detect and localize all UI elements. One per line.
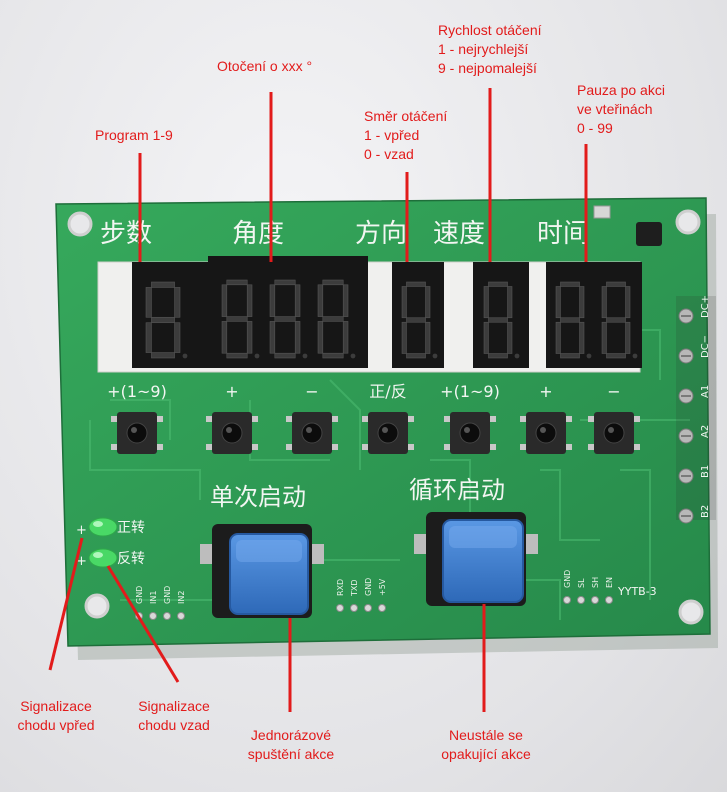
tactile-button-label: +(1~9) [440, 382, 500, 401]
terminal-screw: DC− [678, 335, 711, 364]
terminal-screw: A1 [678, 385, 711, 404]
single-start-button[interactable] [200, 524, 324, 618]
tactile-button-label: 正/反 [369, 382, 406, 401]
annotation-direction: Směr otáčení 1 - vpřed 0 - vzad [364, 108, 448, 162]
tactile-button[interactable]: + [206, 382, 258, 454]
pin-headers: GND IN1 GND IN2 RXD TXD GND +5V GND SL SH EN [135, 570, 614, 620]
led-forward-label: 正转 [117, 520, 145, 536]
annotation-loop-start: Neustále se opakující akce [441, 727, 531, 762]
led-reverse-label: 反转 [117, 551, 145, 567]
tactile-button[interactable]: + [520, 382, 572, 454]
top-pin-header [593, 205, 662, 246]
header-pin-label: GND [135, 586, 144, 604]
heading-speed: 速度 [433, 219, 485, 249]
annotation-speed: Rychlost otáčení 1 - nejrychlejší 9 - ne… [438, 22, 542, 76]
heading-steps: 步数 [100, 219, 152, 249]
single-start-label: 单次启动 [210, 483, 306, 511]
header-inputs: GND IN1 GND IN2 [135, 586, 186, 620]
led-reverse: + 反转 [76, 548, 145, 569]
tactile-button-label: +(1~9) [107, 382, 167, 401]
header-pin-label: GND [163, 586, 172, 604]
header-pin-label: +5V [378, 578, 387, 596]
digit [601, 281, 638, 359]
digit [401, 281, 438, 359]
header-pin-label: SL [577, 578, 586, 588]
loop-start-label: 循环启动 [409, 476, 505, 504]
tactile-button[interactable]: 正/反 [362, 382, 414, 454]
display-speed [473, 262, 529, 368]
annotation-forward-led: Signalizace chodu vpřed [17, 698, 95, 733]
terminal-screw: B1 [678, 465, 711, 484]
led-reverse-marker: + [76, 554, 87, 569]
header-pin-label: IN1 [149, 591, 158, 604]
annotation-reverse-led: Signalizace chodu vzad [138, 698, 210, 733]
terminal-label: A1 [700, 385, 711, 398]
heading-angle: 角度 [232, 219, 284, 249]
loop-start-button[interactable] [414, 512, 538, 606]
terminal-label: A2 [700, 425, 711, 438]
digit [145, 281, 188, 359]
header-pin-label: RXD [336, 579, 345, 596]
digit [555, 281, 592, 359]
terminal-label: DC− [700, 335, 711, 358]
seven-segment-displays [132, 256, 642, 368]
heading-time: 时间 [537, 219, 589, 249]
tactile-button-label: − [305, 382, 318, 401]
terminal-screw: A2 [678, 425, 711, 444]
header-pin-label: EN [605, 577, 614, 588]
header-serial: RXD TXD GND +5V [336, 578, 387, 612]
display-program [132, 262, 208, 368]
tactile-button[interactable]: − [588, 382, 640, 454]
heading-direction: 方向 [355, 219, 407, 249]
terminal-screw: DC+ [678, 295, 711, 324]
display-direction [392, 262, 444, 368]
led-forward-marker: + [76, 523, 87, 538]
terminal-label: B1 [700, 465, 711, 478]
tactile-button[interactable]: +(1~9) [107, 382, 167, 454]
display-time [546, 262, 642, 368]
annotation-lines [48, 88, 588, 712]
header-pin-label: GND [364, 578, 373, 596]
digit [269, 279, 308, 359]
terminal-screw: B2 [678, 505, 711, 524]
terminal-label: DC+ [700, 295, 711, 318]
header-pin-label: SH [591, 577, 600, 588]
display-angle [208, 256, 368, 368]
terminal-label: B2 [700, 505, 711, 518]
tactile-buttons: +(1~9) + − 正/反 +(1~9) + − [107, 382, 640, 454]
digit [317, 279, 356, 359]
digit [221, 279, 260, 359]
annotation-program: Program 1-9 [95, 127, 173, 143]
led-forward: + 正转 [76, 517, 145, 538]
display-headings: 步数 角度 方向 速度 时间 [100, 219, 589, 249]
header-pin-label: TXD [350, 579, 359, 597]
digit [483, 281, 520, 359]
mounting-holes [67, 209, 704, 625]
header-pin-label: IN2 [177, 591, 186, 604]
annotation-rotation: Otočení o xxx ° [217, 58, 313, 74]
tactile-button[interactable]: − [286, 382, 338, 454]
header-pin-label: GND [563, 570, 572, 588]
model-label: YYTB-3 [617, 585, 657, 598]
annotation-pause: Pauza po akci ve vteřinách 0 - 99 [577, 82, 665, 136]
tactile-button[interactable]: +(1~9) [440, 382, 500, 454]
tactile-button-label: + [539, 382, 552, 401]
tactile-button-label: + [225, 382, 238, 401]
tactile-button-label: − [607, 382, 620, 401]
header-driver: GND SL SH EN [563, 570, 614, 604]
annotation-single-start: Jednorázové spuštění akce [247, 727, 335, 762]
